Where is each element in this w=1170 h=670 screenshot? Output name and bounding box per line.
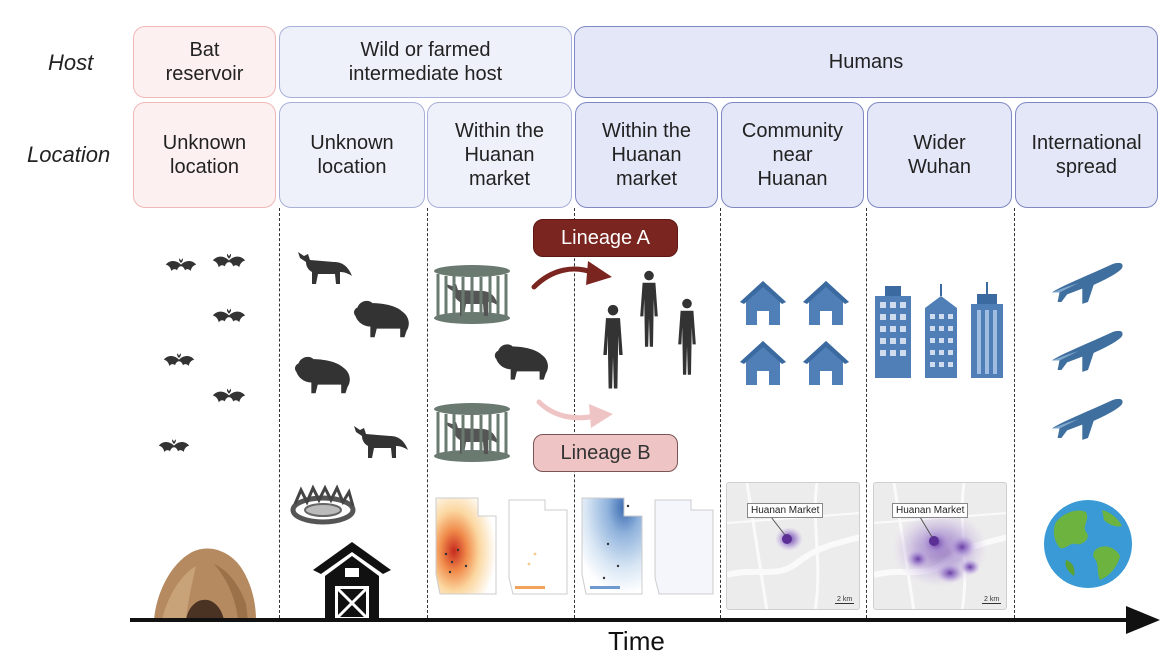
lineage-a-label: Lineage A [533, 219, 678, 257]
heatmap-lineage-a-left [432, 494, 500, 598]
wuhan-map: Huanan Market 2 km [873, 482, 1007, 610]
heatmap-lineage-b-right [651, 494, 717, 598]
cave-icon [154, 548, 256, 620]
house-icon [801, 278, 851, 328]
caged-fox-icon [431, 264, 513, 324]
airplane-icon [1050, 326, 1126, 374]
divider-3 [574, 208, 575, 618]
divider-1 [279, 208, 280, 618]
time-axis-label: Time [608, 626, 665, 656]
lineage-b-label: Lineage B [533, 434, 678, 472]
time-axis-arrow [130, 606, 1160, 634]
location-row-label: Location [27, 142, 111, 167]
location-humans-market: Within the Huanan market [575, 102, 718, 208]
fox-icon [294, 246, 354, 286]
community-map-scale: 2 km [835, 596, 855, 604]
location-wuhan: Wider Wuhan [867, 102, 1012, 208]
person-icon [600, 304, 626, 392]
bat-icon [212, 385, 246, 411]
house-icon [738, 278, 788, 328]
bat-icon [212, 250, 246, 276]
dog-icon [490, 340, 552, 382]
heatmap-lineage-a-right [505, 494, 571, 598]
divider-5 [866, 208, 867, 618]
person-icon [636, 270, 662, 350]
divider-4 [720, 208, 721, 618]
location-community: Community near Huanan [721, 102, 864, 208]
community-map: Huanan Market 2 km [726, 482, 860, 610]
dog-icon [290, 352, 354, 396]
wuhan-map-label: Huanan Market [892, 503, 969, 518]
wuhan-map-scale: 2 km [982, 596, 1002, 604]
bat-icon [212, 305, 246, 331]
person-icon [675, 298, 699, 378]
location-international: International spread [1015, 102, 1158, 208]
airplane-icon [1050, 258, 1126, 306]
divider-6 [1014, 208, 1015, 618]
globe-icon [1044, 500, 1132, 588]
host-intermediate: Wild or farmed intermediate host [279, 26, 572, 98]
trap-icon [290, 484, 356, 525]
divider-2 [427, 208, 428, 618]
community-map-roads [727, 483, 859, 609]
host-bat-reservoir: Bat reservoir [133, 26, 276, 98]
location-intermediate-unknown: Unknown location [279, 102, 425, 208]
fox-icon [350, 420, 410, 460]
dog-icon [349, 296, 413, 340]
house-icon [801, 338, 851, 388]
host-row-label: Host [48, 50, 94, 75]
wuhan-map-roads [874, 483, 1006, 609]
city-buildings-icon [875, 282, 1003, 378]
heatmap-lineage-b-left [578, 494, 646, 598]
house-icon [738, 338, 788, 388]
airplane-icon [1050, 394, 1126, 442]
location-intermediate-market: Within the Huanan market [427, 102, 572, 208]
caged-dog-icon [431, 402, 513, 462]
bat-icon [165, 255, 197, 279]
host-humans: Humans [574, 26, 1158, 98]
location-bat-unknown: Unknown location [133, 102, 276, 208]
community-map-label: Huanan Market [747, 503, 824, 518]
barn-icon [313, 542, 391, 620]
bat-icon [163, 350, 195, 374]
bat-icon [158, 436, 190, 460]
lineage-b-arrow [536, 399, 613, 428]
lineage-a-arrow [531, 261, 612, 290]
